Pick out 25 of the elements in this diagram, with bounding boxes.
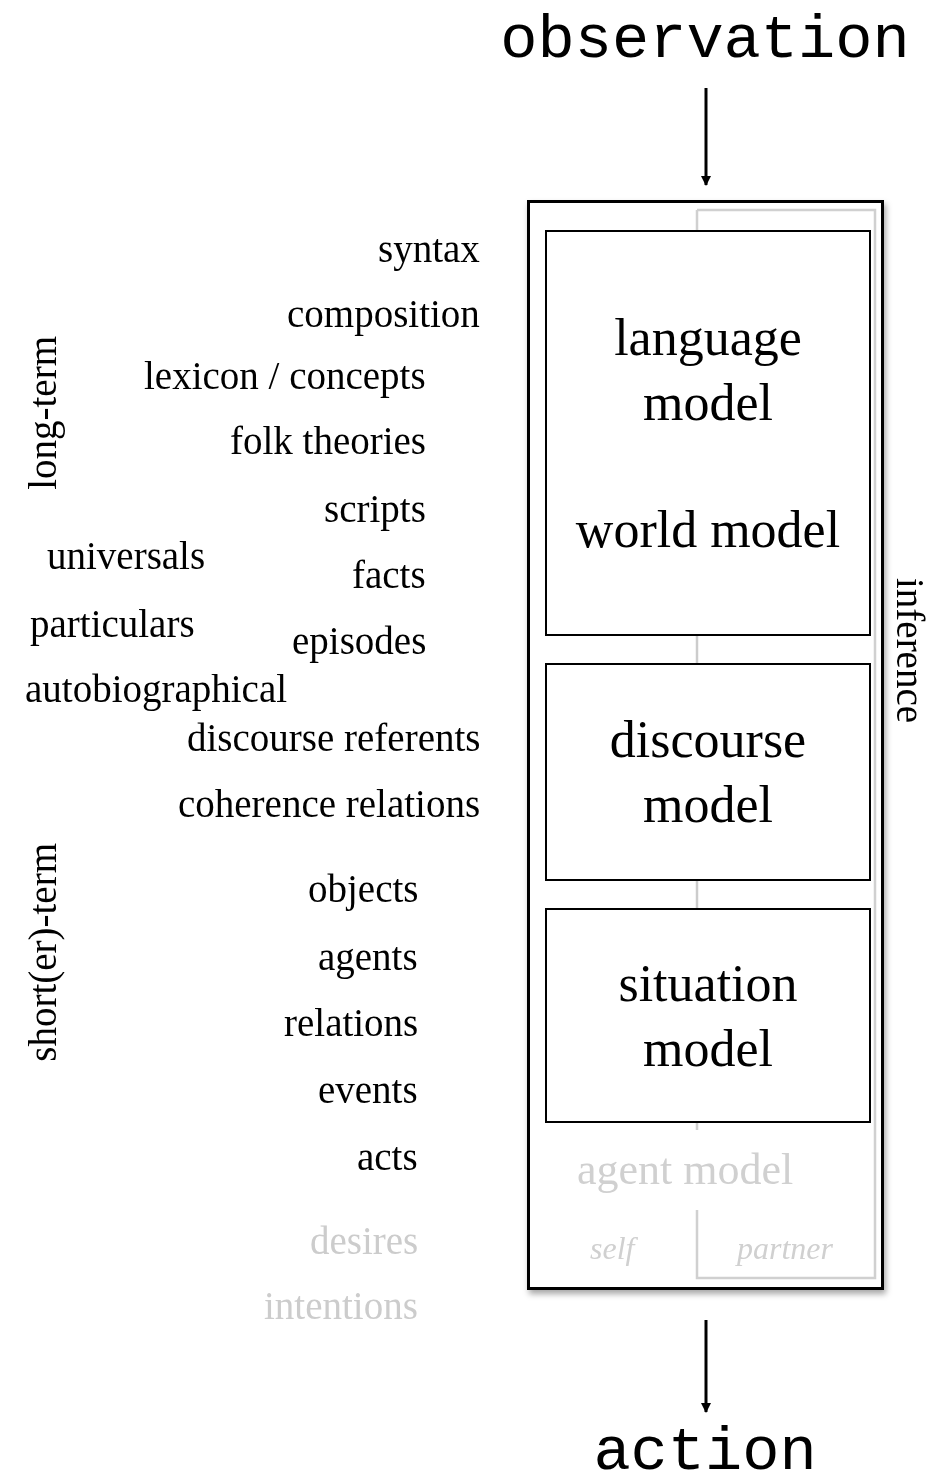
model-name: situation model [617,953,799,1079]
axis-label: long-term [22,336,62,490]
term-label: relations [284,1002,419,1042]
model-name: language model [613,307,803,433]
term-label: facts [352,554,426,594]
model-name: world model [575,499,841,560]
model-box [545,663,871,881]
input-label: observation [470,8,940,74]
axis-label: short(er)-term [22,842,62,1062]
connector-line [695,881,699,908]
process-label: inference [890,577,930,723]
term-label: acts [357,1136,418,1176]
output-label: action [560,1420,850,1475]
term-label: folk theories [230,420,427,460]
arrow [701,1320,711,1413]
model-stack-box [527,200,884,1290]
model-box [545,908,871,1123]
model-name: discourse model [608,710,808,835]
model-box [545,230,871,636]
term-label: universals [47,535,206,575]
term-label: discourse referents [187,717,481,757]
term-label: events [318,1069,418,1109]
term-label: coherence relations [178,783,481,823]
connector-line [695,636,699,663]
arrow [701,88,711,186]
